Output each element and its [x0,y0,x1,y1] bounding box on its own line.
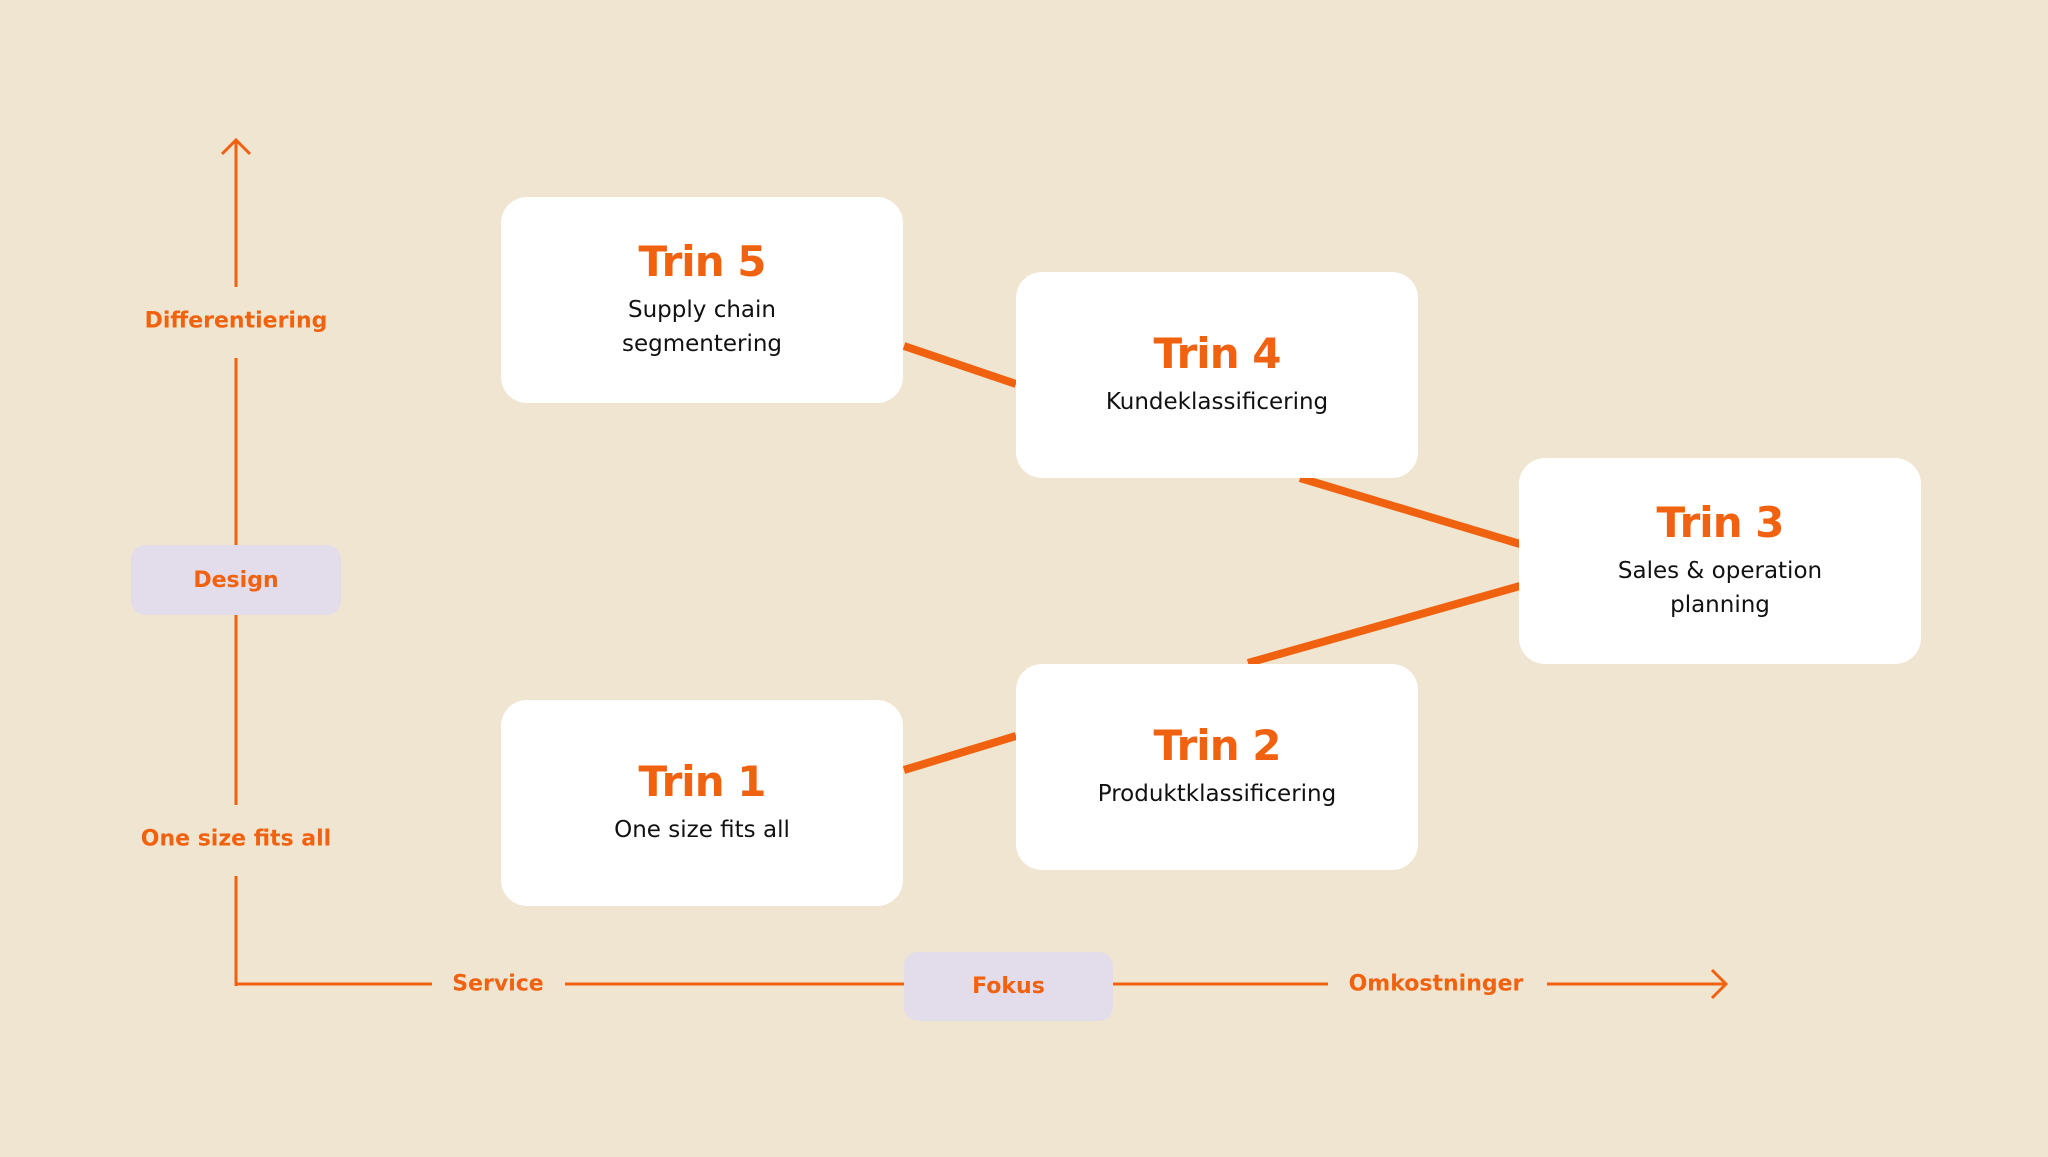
x-axis-center-pill: Fokus [904,952,1113,1021]
step-card-trin-1: Trin 1 One size fits all [501,700,903,906]
step-description: Supply chain segmentering [621,297,783,358]
x-axis-left-label: Service [452,971,544,997]
y-axis-arrowhead-icon [220,137,252,156]
step-description: Sales & operation planning [1617,558,1823,619]
step-title: Trin 1 [638,756,767,806]
step-description: One size fits all [614,817,790,844]
x-axis-right-label: Omkostninger [1348,971,1524,997]
y-axis-bottom-label: One size fits all [140,826,332,852]
y-axis-center-pill: Design [131,545,341,615]
y-axis-center-label: Design [193,567,279,593]
connector-trin1-trin2 [902,732,1018,774]
step-title: Trin 4 [1153,328,1282,378]
step-card-trin-3: Trin 3 Sales & operation planning [1519,458,1921,664]
step-card-trin-5: Trin 5 Supply chain segmentering [501,197,903,403]
x-axis-arrowhead-icon [1710,968,1729,1000]
connector-trin4-trin5 [902,342,1018,388]
step-title: Trin 5 [638,236,767,286]
step-title: Trin 2 [1153,720,1282,770]
step-title: Trin 3 [1656,497,1785,547]
connector-trin2-trin3 [1246,582,1522,667]
x-axis-center-label: Fokus [972,974,1045,999]
step-description: Kundeklassificering [1105,389,1329,416]
step-card-trin-2: Trin 2 Produktklassificering [1016,664,1418,870]
y-axis-top-label: Differentiering [144,308,328,334]
step-card-trin-4: Trin 4 Kundeklassificering [1016,272,1418,478]
step-description: Produktklassificering [1097,781,1337,808]
connector-trin3-trin4 [1298,474,1522,548]
